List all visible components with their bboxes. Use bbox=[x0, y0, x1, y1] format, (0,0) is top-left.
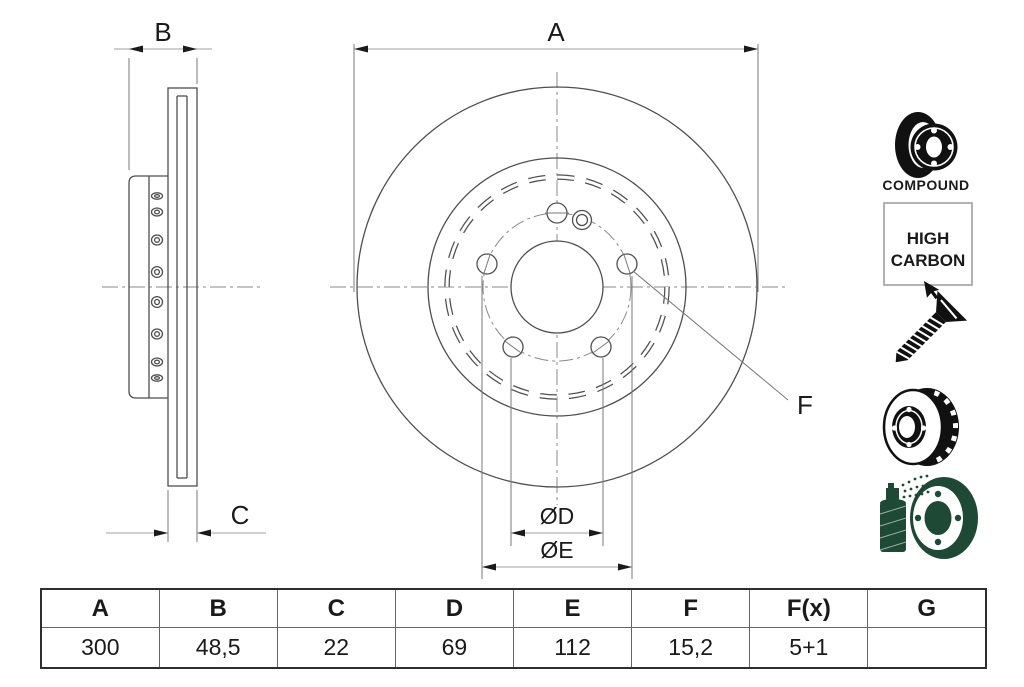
vented-brake-disc-icon bbox=[882, 388, 959, 466]
high-carbon-line2: CARBON bbox=[891, 251, 966, 270]
header-f: F bbox=[631, 588, 751, 628]
value-d: 69 bbox=[394, 627, 515, 669]
header-c: C bbox=[276, 588, 396, 628]
friction-ring-outline bbox=[167, 87, 198, 487]
value-b: 48,5 bbox=[158, 627, 278, 669]
value-g bbox=[867, 627, 987, 669]
high-carbon-line1: HIGH bbox=[907, 229, 950, 248]
mouse-cursor bbox=[924, 281, 940, 300]
side-view-cross-section bbox=[102, 87, 262, 487]
header-e: E bbox=[512, 588, 633, 628]
dimension-A: A bbox=[353, 17, 759, 292]
bolt-circle bbox=[482, 212, 632, 362]
value-f: 15,2 bbox=[631, 627, 751, 669]
disc-outer-circle bbox=[356, 86, 758, 488]
header-fx: F(x) bbox=[749, 588, 869, 628]
value-a: 300 bbox=[40, 627, 160, 669]
dim-label-f: F bbox=[797, 390, 813, 420]
dim-label-a: A bbox=[547, 17, 565, 47]
value-e: 112 bbox=[512, 627, 633, 669]
dimension-C: C bbox=[106, 490, 266, 542]
header-a: A bbox=[40, 588, 160, 628]
dim-label-e: ØE bbox=[540, 537, 573, 563]
friction-inner-circle bbox=[427, 157, 687, 417]
spray-coated-disc-icon bbox=[879, 474, 978, 559]
countersunk-screw-icon bbox=[895, 290, 968, 363]
spec-table-value-row: 300 48,5 22 69 112 15,2 5+1 bbox=[40, 627, 987, 669]
value-fx: 5+1 bbox=[749, 627, 869, 669]
hat-holes bbox=[150, 192, 164, 382]
center-bore bbox=[510, 240, 604, 334]
dimension-F: F bbox=[632, 270, 813, 420]
dim-label-b: B bbox=[154, 17, 171, 47]
dimension-D: ØD bbox=[510, 358, 604, 546]
dimension-B: B bbox=[114, 17, 212, 170]
spray-can bbox=[879, 474, 931, 552]
header-b: B bbox=[158, 588, 278, 628]
dimension-E: ØE bbox=[481, 276, 633, 579]
spec-table: A B C D E F F(x) G 300 48,5 22 69 112 15… bbox=[40, 588, 987, 669]
hat-outline bbox=[128, 175, 168, 399]
spec-table-header-row: A B C D E F F(x) G bbox=[40, 588, 987, 628]
hole-ticks bbox=[483, 212, 631, 354]
front-view bbox=[330, 72, 788, 505]
header-g: G bbox=[867, 588, 987, 628]
dim-label-c: C bbox=[231, 500, 250, 530]
value-c: 22 bbox=[276, 627, 396, 669]
compound-label: COMPOUND bbox=[882, 177, 969, 193]
dim-label-d: ØD bbox=[540, 503, 575, 529]
header-d: D bbox=[394, 588, 515, 628]
high-carbon-badge: HIGH CARBON bbox=[883, 202, 973, 286]
locating-pin-hole bbox=[571, 209, 593, 231]
compound-disc-icon bbox=[895, 112, 958, 178]
spray-mist bbox=[901, 474, 931, 499]
